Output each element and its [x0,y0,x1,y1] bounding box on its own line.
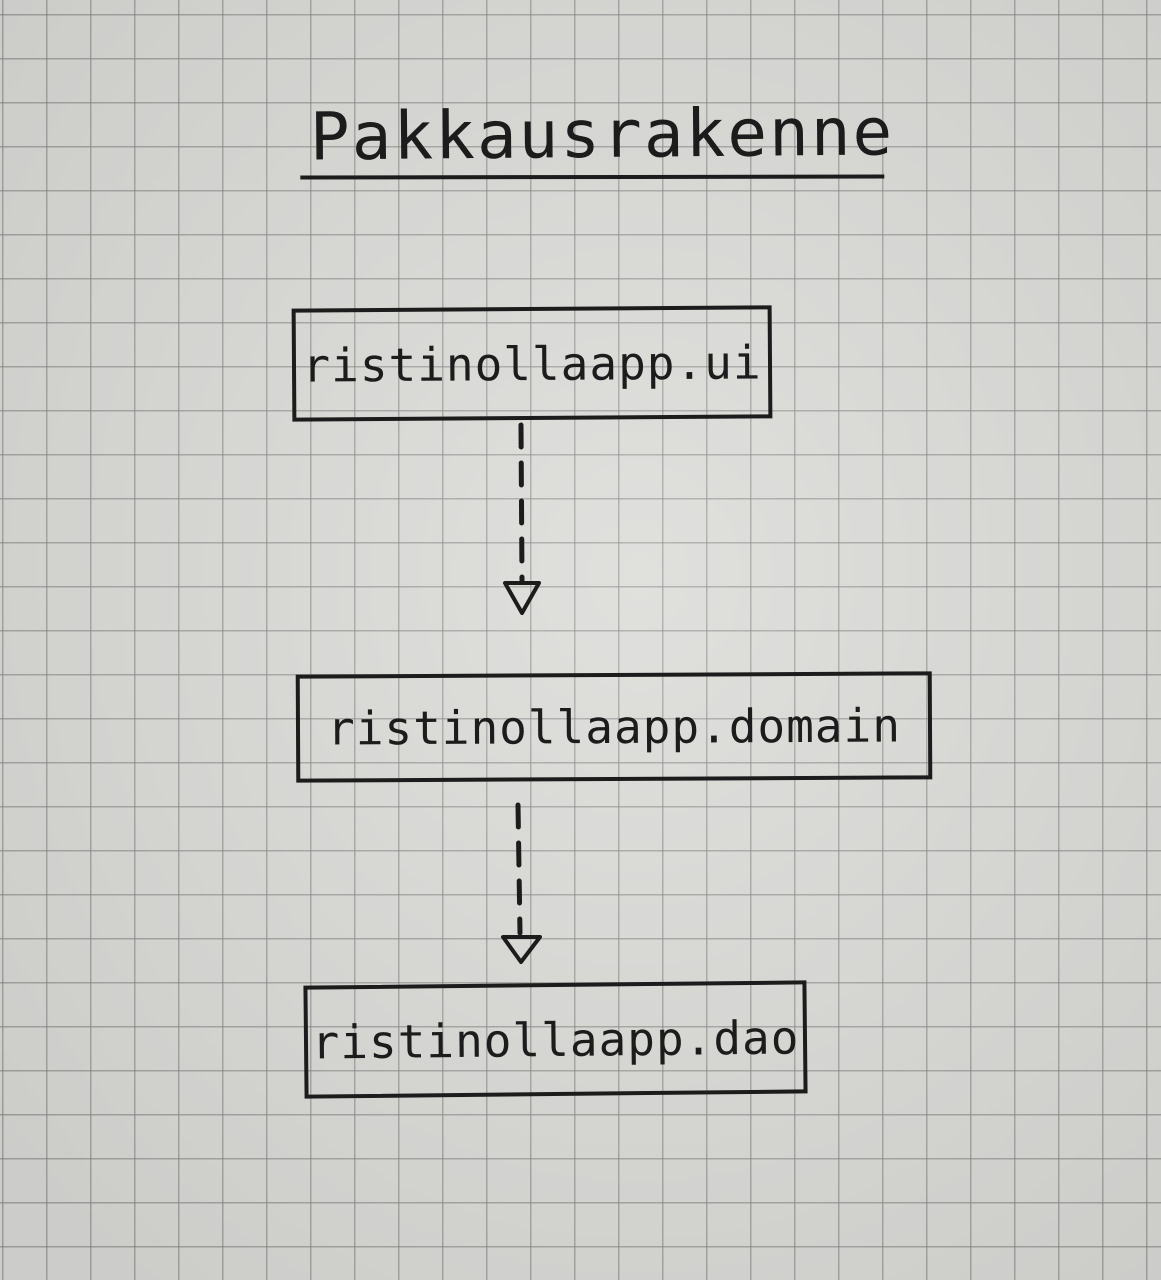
dependency-arrow-ui-domain [503,422,541,615]
arrowhead-domain-dao [501,935,542,964]
dependency-line-ui-domain [518,422,525,583]
arrowhead-ui-domain [503,581,541,615]
dependency-line-domain-dao [515,802,523,936]
dependency-arrow-domain-dao [501,802,542,964]
